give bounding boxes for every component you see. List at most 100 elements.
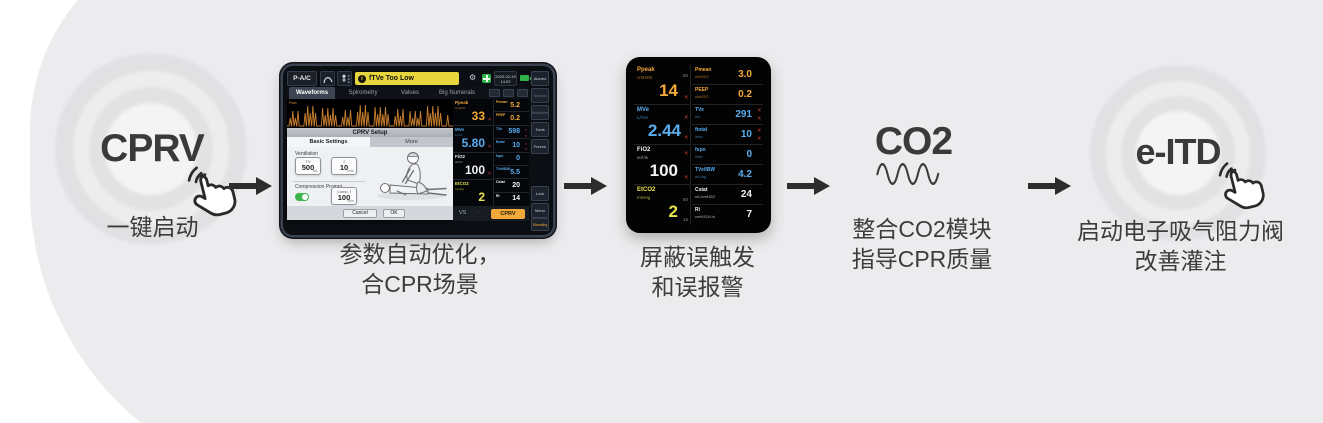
layout-icon-button[interactable] [503, 89, 514, 97]
side-button-lock[interactable]: Lock [531, 186, 549, 201]
side-button-suction[interactable]: Suction [531, 88, 549, 103]
battery-icon [520, 75, 531, 81]
vent-bottom-bar: VS ··· CPRV [453, 206, 529, 221]
value-cell-cstat: Cstat 20 [494, 179, 529, 193]
side-button-freeze[interactable]: Freeze [531, 139, 549, 154]
dialog-footer: Cancel OK [287, 206, 453, 220]
vent-loops-button[interactable] [320, 71, 335, 86]
monitor-cell-tve: TVe mL 291 × × [692, 105, 763, 125]
cancel-button[interactable]: Cancel [343, 208, 377, 218]
monitor-caption: 屏蔽误触发 和误报警 [640, 244, 755, 300]
monitor-cell-peep: PEEP cmH2O 0.2 [692, 85, 763, 105]
alarm-off-icon: × [488, 144, 491, 150]
co2-caption: 整合CO2模块 指导CPR质量 [851, 216, 993, 272]
date-text: 2020-02-19 [495, 74, 516, 79]
monitor-cell-cstat: Cstat mL/cmH2O 24 [692, 185, 763, 205]
tidal-volume-field[interactable]: TV 500 mL [295, 157, 321, 175]
ok-button[interactable]: OK [383, 208, 405, 218]
tap-hand-icon [187, 166, 237, 217]
cprv-caption: 一键启动 [106, 214, 199, 240]
value-cell-ri: Ri 14 [496, 193, 520, 203]
tab-spirometry[interactable]: Spirometry [348, 90, 378, 96]
ventilator-screenshot: P-A/C i fTVe Too Low ⚙ 2020-02-19 14:02 … [283, 66, 553, 235]
cprv-mode-button[interactable]: CPRV [491, 208, 525, 219]
settings-gear-icon[interactable]: ⚙ [469, 73, 477, 82]
compression-prompt-toggle[interactable] [295, 193, 309, 201]
patient-icon [341, 74, 349, 82]
alarm-off-icon: × [684, 115, 688, 121]
value-cell-ppeak: Ppeak cmH2O 33 × [453, 99, 493, 126]
value-cell-peep: PEEP 0.2 [494, 112, 529, 126]
alarm-off-icon: × [757, 108, 761, 114]
value-cell-pmean: Pmean 5.2 [494, 99, 529, 113]
arrow-icon [229, 177, 272, 195]
curve-icon [322, 76, 333, 83]
alarm-off-icon: × [524, 127, 527, 133]
monitor-cell-ftotal: ftotal /min 10 × × [692, 125, 763, 145]
dialog-tab-basic-settings[interactable]: Basic Settings [287, 137, 370, 147]
rate-field[interactable]: f 10 /min [331, 157, 357, 175]
vent-caption: 参数自动优化， 合CPR场景 [339, 241, 501, 297]
vent-mode-button[interactable]: P-A/C [287, 71, 317, 86]
monitor-cell-fspn: fspn /min 0 [692, 145, 763, 165]
tab-big-numerals[interactable]: Big Numerals [438, 90, 475, 96]
vs-button[interactable]: VS [459, 210, 467, 216]
compression-rate-field[interactable]: Comp. f 100 /min [331, 187, 357, 205]
layout-icon-button[interactable] [489, 89, 500, 97]
datetime-box: 2020-02-19 14:02 [494, 71, 517, 86]
monitor-cell-ppeak: Ppeak cmH2O 14 60 × [634, 65, 690, 105]
dialog-tab-more[interactable]: More [370, 137, 453, 147]
alarm-off-icon: × [524, 140, 527, 146]
eitd-title: e-ITD [1135, 131, 1222, 172]
side-button-alarms[interactable]: Alarms [531, 71, 549, 86]
alarm-off-icon: × [524, 146, 527, 152]
alarm-off-icon: × [757, 136, 761, 142]
dialog-body: Ventilation TV 500 mL f 10 /min Compress… [287, 147, 453, 206]
cprv-setup-dialog: CPRV Setup Basic Settings More Ventilati… [287, 128, 453, 220]
vent-alarm-banner[interactable]: i fTVe Too Low [355, 72, 459, 85]
tab-waveforms[interactable]: Waveforms [289, 87, 335, 99]
side-button-nebulizer[interactable]: Nebulizer [531, 105, 549, 120]
alarm-off-icon: × [757, 128, 761, 134]
divider [293, 181, 365, 182]
side-button-tools[interactable]: Tools [531, 122, 549, 137]
monitor-cell-tveibw: TVe/IBW mL/kg 4.2 [692, 165, 763, 185]
side-button-menu[interactable]: Menu [531, 203, 549, 218]
alarm-off-icon: × [684, 175, 688, 181]
network-icon [482, 74, 491, 83]
co2-title: CO2 [874, 120, 953, 163]
eitd-caption: 启动电子吸气阻力阀 改善灌注 [1077, 218, 1284, 274]
tab-values[interactable]: Values [401, 90, 419, 96]
value-cell-mve: MVe L/min 5.80 × [453, 126, 493, 153]
arrow-icon [1028, 177, 1071, 195]
value-cell-tve: TVe 598 × × [494, 126, 529, 140]
waveform-label: Paw [289, 100, 297, 105]
cpr-illustration [377, 152, 447, 200]
monitor-cell-fio2: FiO2 vol.% 100 × × [634, 145, 690, 185]
vent-patient-button[interactable] [337, 71, 352, 86]
vent-tab-row: Waveforms Spirometry Values Big Numerals [287, 87, 529, 99]
value-cell-fspn: fspn 0 [494, 153, 529, 166]
vent-values-panel: Ppeak cmH2O 33 × MVe L/min 5.80 × FiO2 v… [453, 99, 529, 206]
arrow-icon [787, 177, 830, 195]
co2-waveform-icon [876, 162, 940, 186]
alarm-off-icon: × [524, 132, 527, 138]
monitor-values-screenshot: Ppeak cmH2O 14 60 × MVe L/min 2.44 × × F… [626, 57, 771, 233]
screenshot-icon-button[interactable] [517, 89, 528, 97]
value-cell-fio2: FiO2 vol.% 100 × [453, 153, 493, 180]
arrow-icon [564, 177, 607, 195]
alarm-off-icon: × [684, 151, 688, 157]
alarm-info-icon: i [358, 74, 366, 83]
monitor-cell-ri: Ri cmH2O/L/s 7 [695, 207, 752, 220]
alarm-off-icon: × [684, 95, 688, 101]
compression-section-label: Compression Prompt [295, 184, 342, 190]
value-cell-tveibw: TVe/IBW 5.5 [494, 166, 529, 180]
alarm-off-icon: × [488, 117, 491, 123]
cprv-title: CPRV [100, 127, 205, 170]
value-cell-ftotal: ftotal 10 × × [494, 140, 529, 153]
dialog-title: CPRV Setup [287, 128, 453, 137]
monitor-cell-pmean: Pmean cmH2O 3.0 [692, 65, 763, 85]
alarm-off-icon: × [684, 135, 688, 141]
pressure-waveform: Paw [287, 99, 453, 129]
side-button-standby[interactable]: Standby [531, 218, 549, 231]
